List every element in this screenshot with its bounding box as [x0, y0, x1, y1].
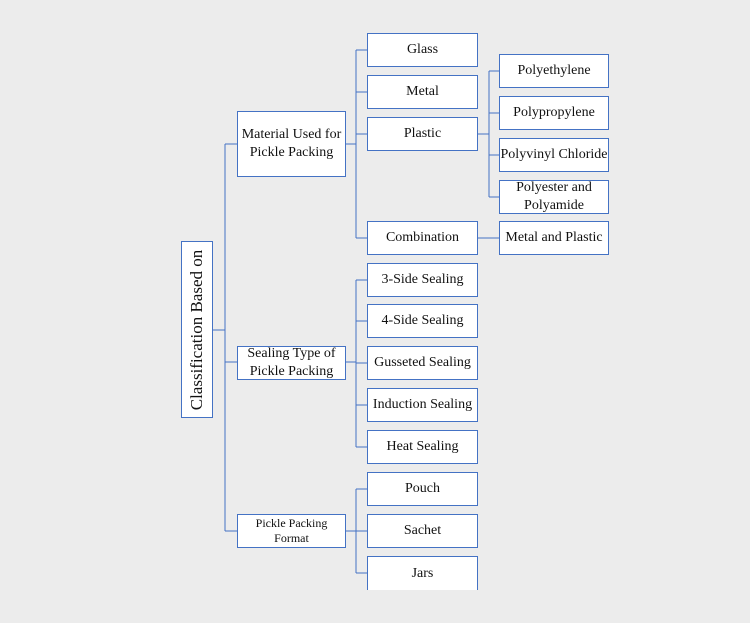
root-node: Classification Based on [181, 241, 213, 418]
node-label: Material Used for Pickle Packing [241, 127, 342, 160]
node-label: Gusseted Sealing [374, 355, 471, 370]
node-3-side-sealing: 3-Side Sealing [367, 263, 478, 297]
node-pouch: Pouch [367, 472, 478, 506]
node-label: Pouch [405, 481, 440, 496]
node-metal: Metal [367, 75, 478, 109]
node-induction-sealing: Induction Sealing [367, 388, 478, 422]
node-label: Polypropylene [513, 105, 595, 120]
node-plastic: Plastic [367, 117, 478, 151]
node-label: Combination [385, 230, 460, 245]
node-format: Pickle Packing Format [237, 514, 346, 548]
node-label: Sachet [403, 523, 442, 538]
node-label: 3-Side Sealing [381, 272, 464, 287]
node-label: Plastic [403, 126, 442, 141]
node-label: Heat Sealing [386, 439, 459, 454]
node-glass: Glass [367, 33, 478, 67]
node-label: Polyester and Polyamide [516, 180, 592, 213]
node-label: Metal [406, 84, 439, 99]
node-jars: Jars [367, 556, 478, 590]
root-label: Classification Based on [187, 249, 206, 410]
node-polyvinyl-chloride: Polyvinyl Chloride [499, 138, 609, 172]
node-material: Material Used for Pickle Packing [237, 111, 346, 177]
node-label: Jars [411, 565, 434, 581]
node-heat-sealing: Heat Sealing [367, 430, 478, 464]
node-sealing: Sealing Type of Pickle Packing [237, 346, 346, 380]
node-label: 4-Side Sealing [381, 313, 464, 328]
node-combination: Combination [367, 221, 478, 255]
node-polypropylene: Polypropylene [499, 96, 609, 130]
node-label: Polyvinyl Chloride [500, 147, 608, 162]
node-4-side-sealing: 4-Side Sealing [367, 304, 478, 338]
node-metal-and-plastic: Metal and Plastic [499, 221, 609, 255]
node-gusseted-sealing: Gusseted Sealing [367, 346, 478, 380]
node-label: Glass [406, 42, 439, 57]
node-label: Induction Sealing [372, 397, 473, 412]
node-label: Polyethylene [517, 63, 591, 78]
node-polyester-polyamide: Polyester and Polyamide [499, 180, 609, 214]
node-sachet: Sachet [367, 514, 478, 548]
node-polyethylene: Polyethylene [499, 54, 609, 88]
node-label: Pickle Packing Format [255, 516, 328, 545]
node-label: Metal and Plastic [505, 230, 603, 245]
node-label: Sealing Type of Pickle Packing [247, 346, 336, 379]
